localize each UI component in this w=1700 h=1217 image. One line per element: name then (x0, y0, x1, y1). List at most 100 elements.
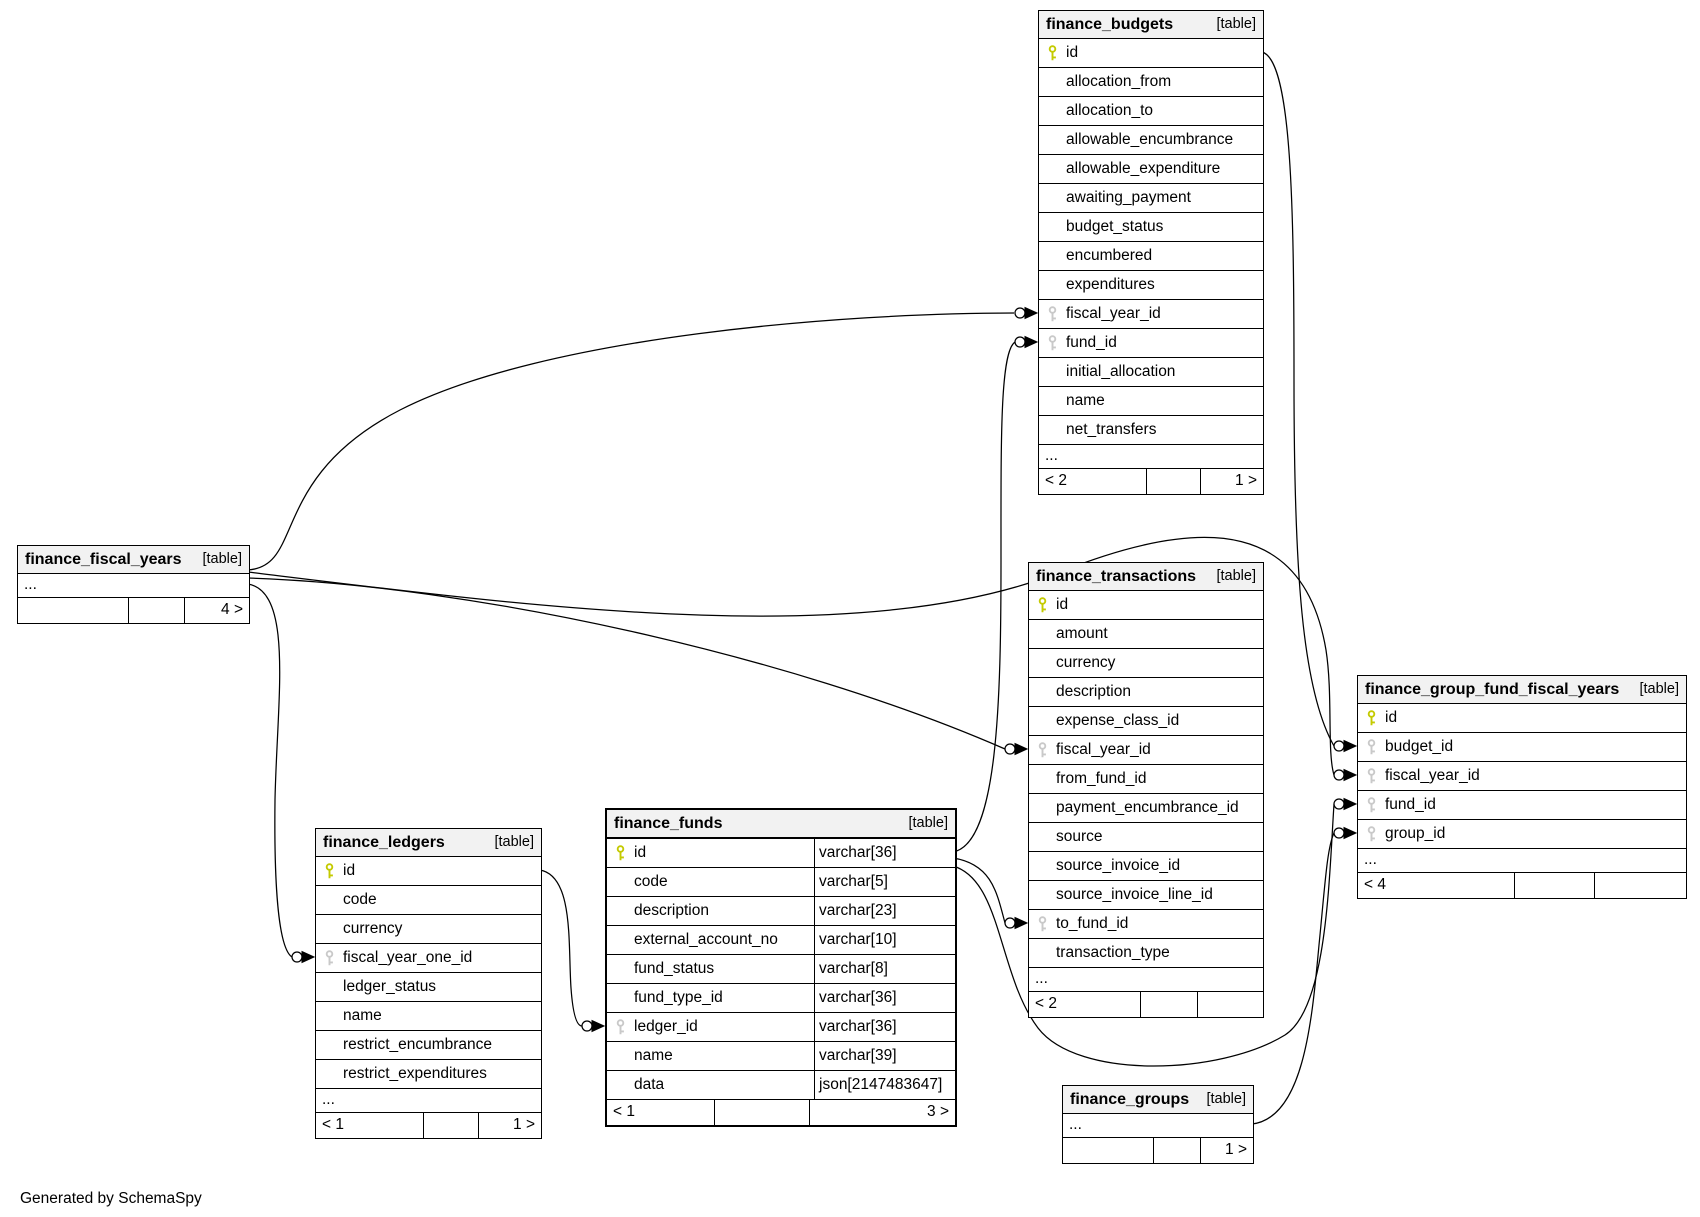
column-name: amount (1056, 625, 1108, 642)
footer-child-count: 4 > (221, 601, 243, 618)
table-finance-ledgers[interactable]: finance_ledgers [table] id code currency… (315, 828, 542, 1139)
footer-spacer (129, 598, 186, 623)
edge-funds-transactions (952, 857, 1006, 924)
column-name: name (343, 1007, 382, 1024)
table-footer: < 1 3 > (607, 1100, 955, 1125)
table-header[interactable]: finance_transactions [table] (1029, 563, 1263, 591)
foreign-key-icon (1048, 334, 1057, 350)
column-row: id (1358, 704, 1686, 733)
table-footer: < 2 (1029, 992, 1263, 1017)
table-header[interactable]: finance_budgets [table] (1039, 11, 1263, 39)
key-cell (607, 1018, 634, 1036)
foreign-key-icon (616, 1018, 625, 1034)
footer-parent-count (1063, 1138, 1155, 1163)
column-name: id (343, 862, 356, 879)
column-name: code (343, 891, 377, 908)
key-cell (1358, 767, 1385, 785)
table-finance-budgets[interactable]: finance_budgets [table] id allocation_fr… (1038, 10, 1264, 495)
column-row: id (1029, 591, 1263, 620)
column-name: from_fund_id (1056, 770, 1147, 787)
table-header[interactable]: finance_group_fund_fiscal_years [table] (1358, 676, 1686, 704)
table-tag: [table] (908, 815, 949, 831)
column-name: fund_type_id (634, 989, 723, 1006)
table-tag: [table] (1639, 681, 1680, 697)
column-name: name (634, 1047, 673, 1064)
footer-child-count: 1 > (513, 1116, 535, 1133)
column-row: awaiting_payment (1039, 184, 1263, 213)
foreign-key-icon (1367, 738, 1376, 754)
generator-credit: Generated by SchemaSpy (20, 1190, 202, 1207)
column-row: amount (1029, 620, 1263, 649)
column-name: id (1056, 596, 1069, 613)
column-name: allocation_from (1066, 73, 1172, 90)
foreign-key-icon (1038, 915, 1047, 931)
column-name: fund_status (634, 960, 715, 977)
column-name: initial_allocation (1066, 363, 1176, 380)
column-name: fiscal_year_id (1056, 741, 1151, 758)
column-name: allocation_to (1066, 102, 1154, 119)
column-name: currency (343, 920, 403, 937)
column-name: code (634, 873, 668, 890)
column-row: id (1039, 39, 1263, 68)
column-row: source (1029, 823, 1263, 852)
table-tag: [table] (1216, 568, 1257, 584)
table-header[interactable]: finance_funds [table] (607, 810, 955, 839)
column-type: varchar[39] (814, 1042, 955, 1070)
footer-child-count: 1 > (1235, 472, 1257, 489)
column-name: restrict_expenditures (343, 1065, 487, 1082)
table-finance-transactions[interactable]: finance_transactions [table] id amount c… (1028, 562, 1264, 1018)
column-row: group_id (1358, 820, 1686, 849)
column-name: ledger_id (634, 1018, 698, 1035)
table-header[interactable]: finance_fiscal_years [table] (18, 546, 249, 574)
column-row: name (1039, 387, 1263, 416)
table-finance-fiscal-years[interactable]: finance_fiscal_years [table]... 4 > (17, 545, 250, 624)
column-name: fund_id (1066, 334, 1117, 351)
column-type: varchar[36] (814, 984, 955, 1012)
column-name: allowable_encumbrance (1066, 131, 1234, 148)
key-cell (1039, 334, 1066, 352)
table-finance-funds[interactable]: finance_funds [table] id varchar[36] code… (605, 808, 957, 1127)
key-cell (316, 949, 343, 967)
table-header[interactable]: finance_groups [table] (1063, 1086, 1253, 1114)
table-name: finance_ledgers (323, 834, 445, 851)
footer-parent-count (18, 598, 129, 623)
column-name: ledger_status (343, 978, 437, 995)
column-name: expenditures (1066, 276, 1155, 293)
column-name: encumbered (1066, 247, 1153, 264)
column-type: varchar[10] (814, 926, 955, 954)
column-name: description (1056, 683, 1131, 700)
table-header[interactable]: finance_ledgers [table] (316, 829, 541, 857)
footer-spacer (715, 1100, 810, 1125)
column-name: fund_id (1385, 796, 1436, 813)
column-name: currency (1056, 654, 1116, 671)
column-row: fiscal_year_id (1039, 300, 1263, 329)
edge-groups-groupfund (1251, 832, 1335, 1125)
footer-spacer (1515, 873, 1596, 898)
column-row: fiscal_year_id (1358, 762, 1686, 791)
column-type: varchar[36] (814, 1013, 955, 1041)
edge-funds-budgets (952, 341, 1016, 853)
column-name: fiscal_year_id (1385, 767, 1480, 784)
table-finance-groups[interactable]: finance_groups [table]... 1 > (1062, 1085, 1254, 1164)
primary-key-icon (1048, 44, 1057, 60)
column-row: name varchar[39] (607, 1042, 955, 1071)
column-type: varchar[36] (814, 839, 955, 867)
table-finance-group-fund-fiscal-years[interactable]: finance_group_fund_fiscal_years [table] … (1357, 675, 1687, 899)
column-row: expenditures (1039, 271, 1263, 300)
table-tag: [table] (1216, 16, 1257, 32)
truncation-row: ... (1029, 968, 1263, 992)
truncation-row: ... (1039, 445, 1263, 469)
column-name: id (1066, 44, 1079, 61)
column-row: code (316, 886, 541, 915)
column-name: fiscal_year_id (1066, 305, 1161, 322)
foreign-key-icon (1367, 796, 1376, 812)
table-tag: [table] (1206, 1091, 1247, 1107)
footer-spacer (424, 1113, 479, 1138)
column-row: fiscal_year_one_id (316, 944, 541, 973)
key-cell (1029, 596, 1056, 614)
column-name: id (634, 844, 647, 861)
